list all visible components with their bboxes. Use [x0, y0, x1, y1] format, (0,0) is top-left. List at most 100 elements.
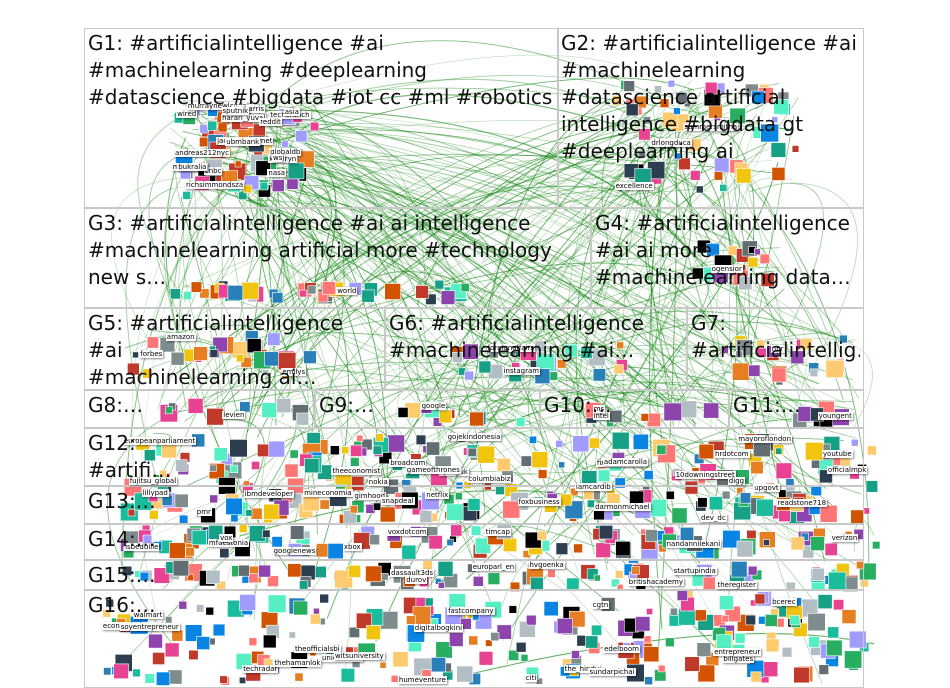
node-label[interactable]: timcap: [484, 528, 511, 536]
node-label[interactable]: reddit: [259, 118, 282, 127]
node-tile: [355, 612, 372, 629]
node-label[interactable]: globaldb: [269, 147, 302, 156]
node-label[interactable]: hrdotcom: [714, 449, 750, 458]
node-label[interactable]: intel: [592, 412, 610, 421]
node-tile: [428, 535, 443, 550]
node-label[interactable]: wsj: [272, 154, 286, 163]
node-label[interactable]: foxbusiness: [517, 497, 561, 506]
node-label[interactable]: mineconomia: [303, 489, 353, 498]
node-label[interactable]: voxdotcom: [386, 527, 428, 536]
node-label[interactable]: xbox: [342, 542, 362, 551]
node-label[interactable]: adamcarolla: [602, 457, 649, 466]
node-label[interactable]: emilys: [281, 368, 307, 377]
node-label[interactable]: sundarpichai: [588, 668, 636, 677]
node-label[interactable]: soyentrepreneur: [119, 622, 180, 631]
node-label[interactable]: walmart: [132, 611, 164, 620]
node-label[interactable]: iamcardib: [574, 482, 612, 491]
node-label[interactable]: asia: [283, 107, 300, 116]
node-tile: [196, 636, 211, 650]
node-label[interactable]: 10downingstreet: [674, 471, 736, 480]
node-tile: [379, 661, 387, 669]
node-label[interactable]: lillypad: [141, 488, 169, 497]
node-label[interactable]: durov: [405, 576, 428, 585]
node-label[interactable]: summersmitha: [683, 123, 739, 132]
node-label[interactable]: digg: [727, 477, 746, 486]
node-label[interactable]: cgtn: [591, 601, 610, 609]
node-label[interactable]: drlongduca: [650, 139, 692, 148]
node-label[interactable]: excellence: [614, 182, 654, 191]
node-label[interactable]: ibmdeveloper: [243, 490, 294, 499]
node-label[interactable]: officialmpk: [826, 466, 868, 475]
node-label[interactable]: columbiabiz: [467, 475, 512, 484]
node-label[interactable]: edelboom: [603, 645, 640, 653]
node-label[interactable]: the_hindu: [563, 664, 601, 673]
node-label[interactable]: gimhood: [353, 491, 387, 500]
node-tile: [456, 665, 474, 683]
node-label[interactable]: europarl_en: [471, 562, 516, 571]
node-label[interactable]: humeventure: [397, 676, 447, 685]
node-label[interactable]: dev_dc: [700, 513, 727, 522]
node-label[interactable]: levien: [222, 410, 246, 419]
node-label[interactable]: google: [420, 402, 447, 411]
node-label[interactable]: readstone718: [776, 498, 828, 507]
node-label[interactable]: theregister: [716, 581, 757, 590]
node-label[interactable]: gameofthrones: [405, 465, 461, 474]
node-label[interactable]: fastcompany: [447, 606, 495, 615]
node-label[interactable]: ubmbank: [225, 137, 261, 146]
node-label[interactable]: isbeduille: [124, 543, 160, 552]
node-label[interactable]: europeanparliament: [122, 437, 197, 446]
node-label[interactable]: startupindia: [672, 566, 717, 575]
node-label[interactable]: world: [336, 287, 358, 296]
node-label[interactable]: snapdeal: [380, 496, 415, 505]
node-label[interactable]: richsimmondsza: [185, 180, 245, 189]
node-label[interactable]: dassault3ds: [390, 568, 435, 577]
node-label[interactable]: gojekindonesia: [446, 432, 502, 441]
node-label[interactable]: ms: [592, 404, 606, 413]
node-label[interactable]: instagram: [502, 366, 541, 375]
node-label[interactable]: nandannilekani: [665, 540, 722, 549]
node-label[interactable]: amazon: [165, 333, 196, 342]
node-label[interactable]: techradar: [242, 665, 279, 674]
node-label[interactable]: foreignaffairs: [486, 343, 536, 352]
node-label[interactable]: vox: [219, 534, 234, 543]
node-label[interactable]: nasa: [267, 168, 287, 177]
node-label[interactable]: entrepreneur: [713, 647, 762, 656]
node-label[interactable]: mayoroflondon: [737, 434, 793, 443]
node-label[interactable]: pmr: [195, 507, 212, 516]
node-label[interactable]: billgates: [722, 655, 755, 664]
node-label[interactable]: youtube: [821, 450, 853, 458]
node-label[interactable]: forbes: [139, 349, 164, 358]
node-label[interactable]: bcerec: [771, 597, 797, 606]
node-label[interactable]: mfaestonia: [207, 539, 250, 548]
node-label[interactable]: theofficialsbi: [294, 645, 341, 654]
node-tile: [593, 574, 601, 582]
node-label[interactable]: hvgoenka: [528, 560, 565, 569]
node-label[interactable]: nokia: [367, 477, 389, 486]
node-label[interactable]: murraynewlands: [186, 101, 248, 110]
node-tile: [564, 343, 578, 358]
node-label[interactable]: theeconomist: [331, 466, 382, 475]
node-label[interactable]: darmonmichael: [594, 502, 651, 511]
node-label[interactable]: cnbc: [203, 167, 223, 175]
node-label[interactable]: andreas212nyc: [174, 148, 230, 157]
node-label[interactable]: ogensior: [710, 264, 743, 273]
node-label[interactable]: digitalbogkini: [413, 623, 464, 632]
node-label[interactable]: witsuniversity: [334, 651, 385, 660]
node-label[interactable]: youngent: [817, 411, 853, 420]
node-label[interactable]: broadcom: [389, 459, 427, 467]
node-label[interactable]: googlenews: [272, 547, 317, 556]
node-label[interactable]: britishacademy: [627, 578, 684, 587]
node-label[interactable]: thehamanlok: [273, 658, 322, 667]
node-tile: [449, 632, 464, 647]
node-label[interactable]: bukralia: [177, 162, 208, 171]
node-tile: [531, 451, 549, 469]
node-label[interactable]: verizon: [830, 534, 859, 543]
node-label[interactable]: sputnik: [221, 106, 250, 115]
node-label[interactable]: fujitsu_global: [128, 476, 178, 485]
node-label[interactable]: netflix: [425, 490, 450, 499]
node-label[interactable]: upgovt: [753, 483, 780, 492]
node-label[interactable]: citi: [524, 673, 538, 682]
node-label[interactable]: harari_yuval: [221, 114, 267, 123]
node-label[interactable]: wired: [176, 110, 198, 119]
node-label[interactable]: npr: [770, 345, 785, 353]
